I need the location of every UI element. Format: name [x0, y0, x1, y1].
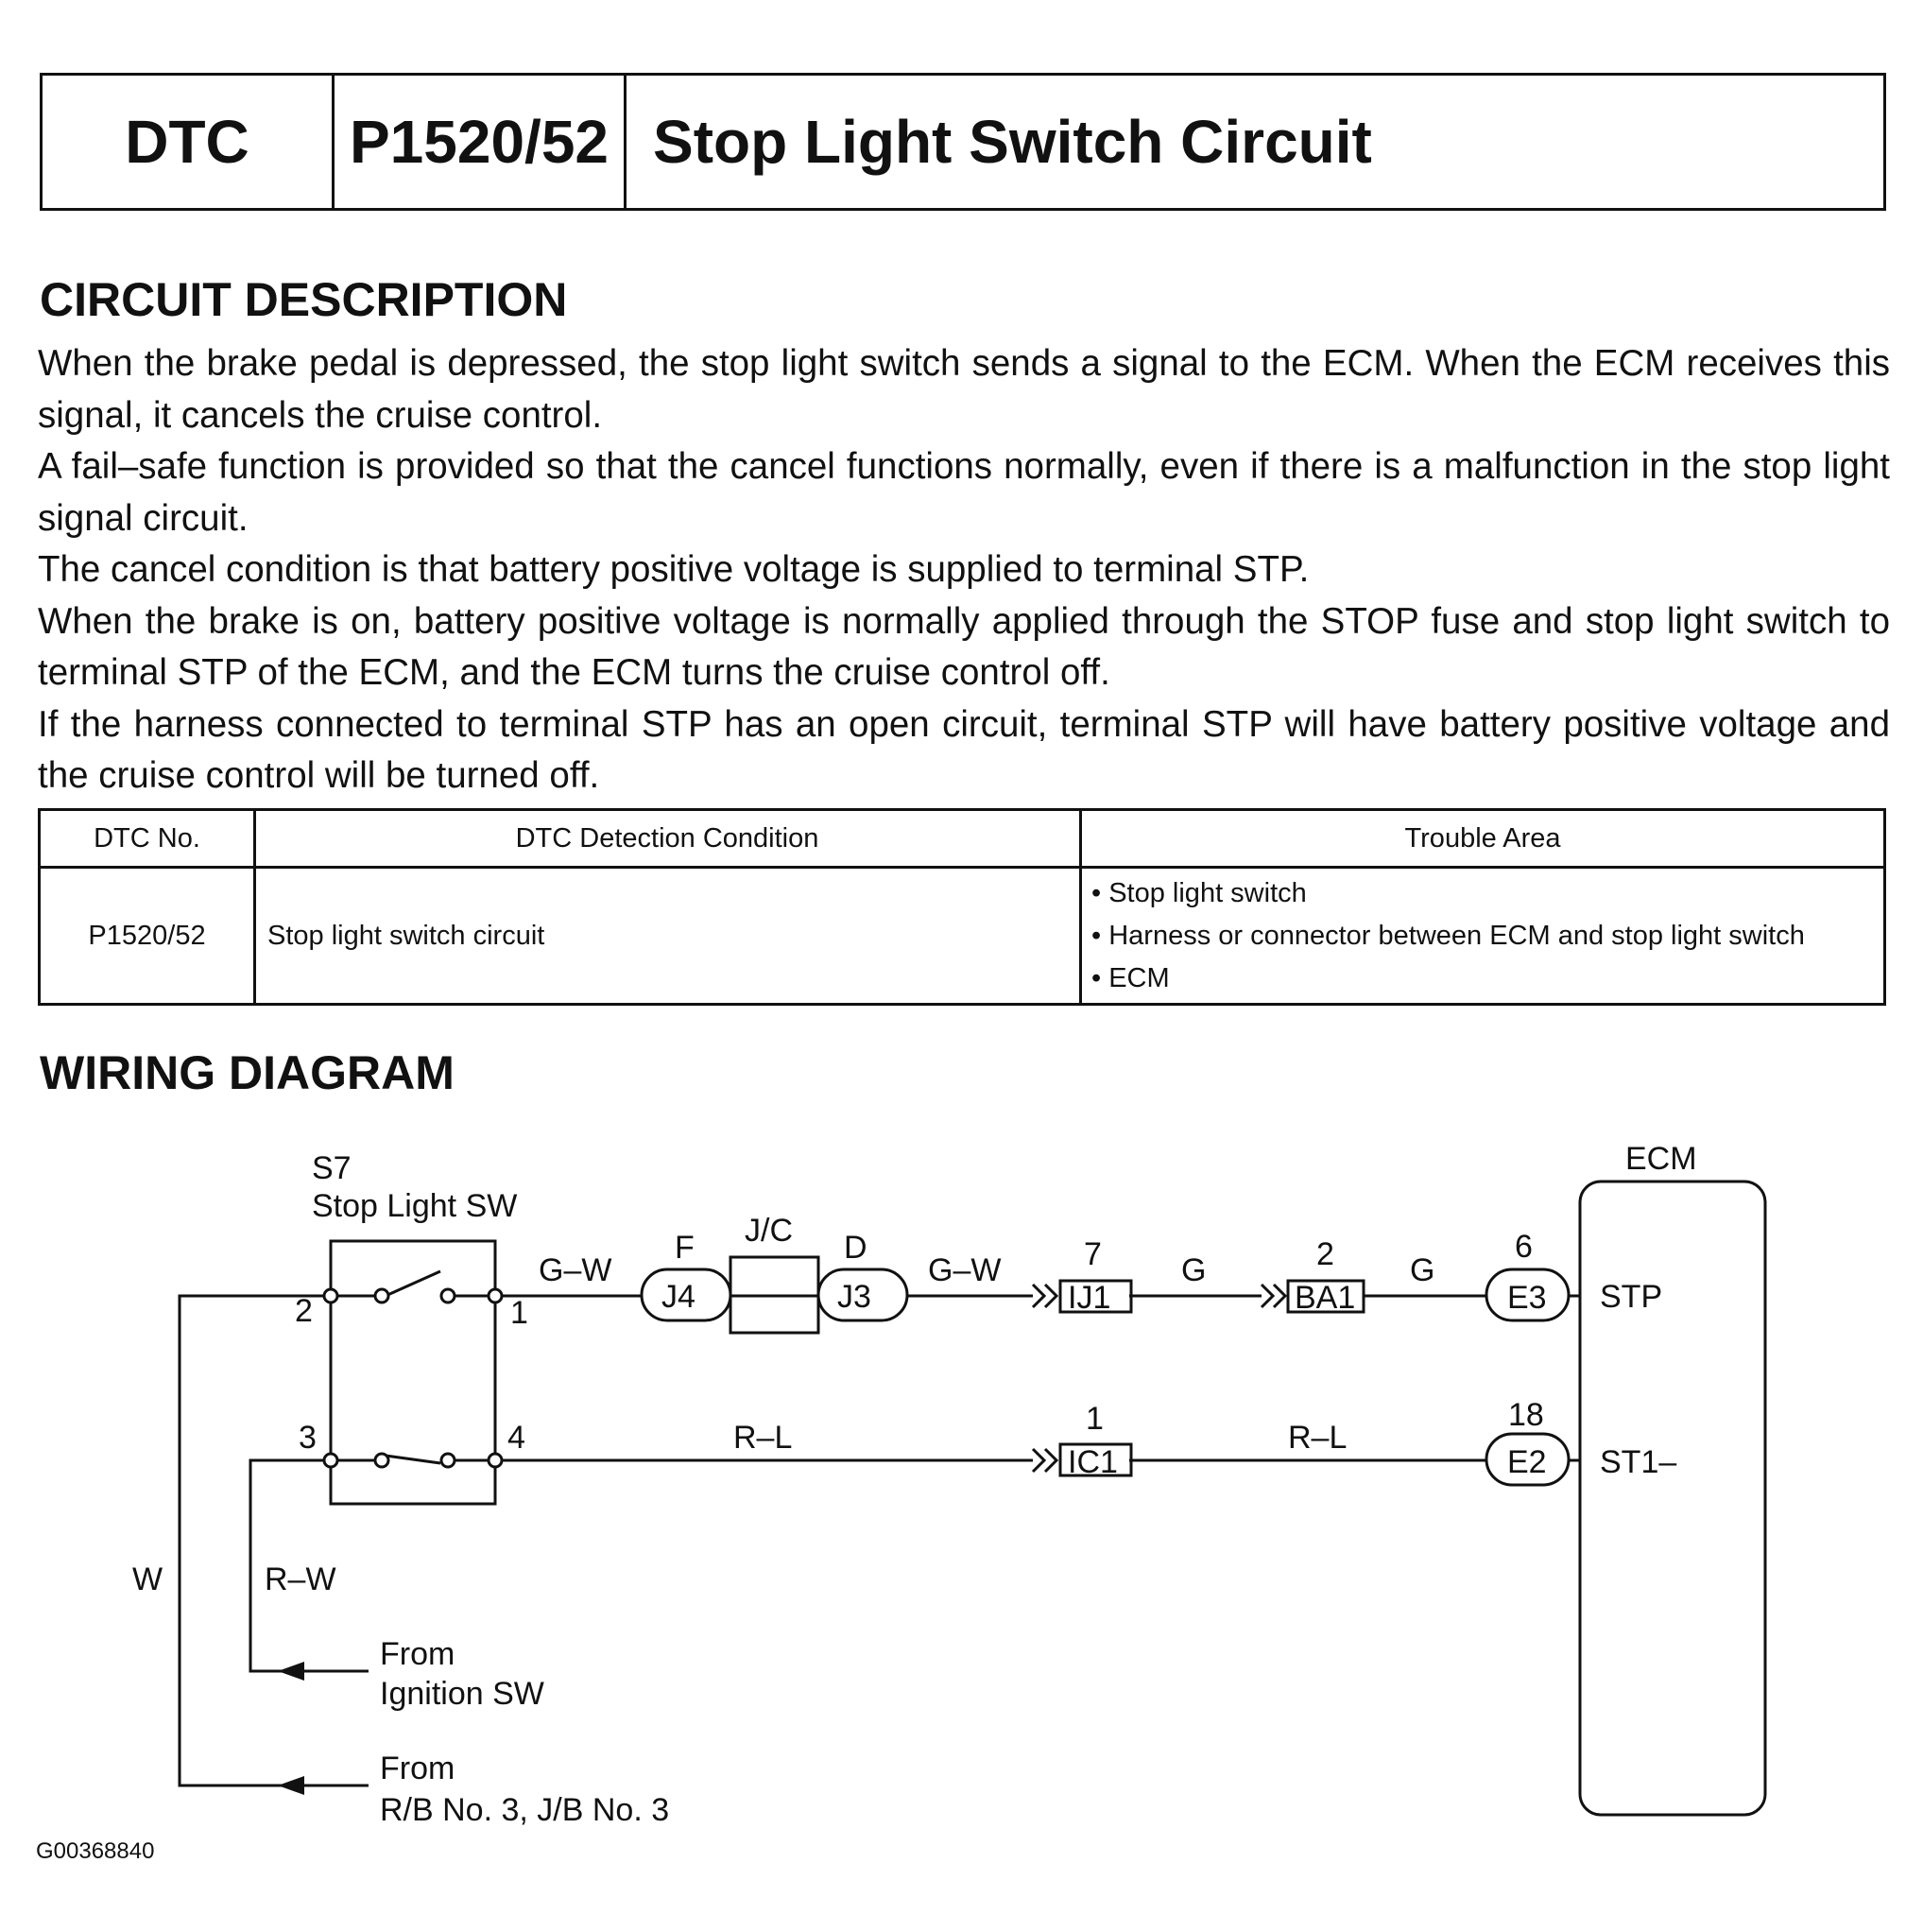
wire-color-gw-left: G–W: [539, 1252, 611, 1288]
wire-color-rw: R–W: [265, 1561, 336, 1597]
from-rb-line2: R/B No. 3, J/B No. 3: [380, 1792, 669, 1828]
e2-pin-label: 18: [1508, 1397, 1544, 1433]
switch-id-label: S7: [312, 1150, 352, 1186]
wiring-diagram: S7 Stop Light SW 2 1 3 4 G–W G–W G G R–L…: [132, 1141, 1767, 1828]
description-paragraph: When the brake is on, battery positive v…: [38, 600, 1890, 694]
column-header-dtc-no: DTC No.: [38, 808, 256, 869]
ic1-pin-label: 1: [1086, 1401, 1104, 1437]
column-header-condition: DTC Detection Condition: [253, 808, 1082, 869]
description-paragraph: When the brake pedal is depressed, the s…: [38, 343, 1890, 436]
dtc-code: P1520/52: [335, 76, 627, 208]
ecm-box: [1578, 1180, 1767, 1817]
table-header-row: DTC No. DTC Detection Condition Trouble …: [38, 808, 1886, 869]
ecm-label: ECM: [1625, 1141, 1697, 1177]
terminal-3: [322, 1452, 339, 1469]
description-paragraph: If the harness connected to terminal STP…: [38, 703, 1890, 797]
connector-e3-label: E3: [1507, 1280, 1547, 1316]
terminal-2: [322, 1287, 339, 1304]
arrow-from-ignition: [278, 1662, 304, 1681]
wire-color-rl-2: R–L: [1288, 1420, 1347, 1456]
pin-2-label: 2: [295, 1293, 313, 1329]
switch-name-label: Stop Light SW: [312, 1188, 517, 1224]
pin-3-label: 3: [299, 1420, 317, 1456]
connector-e2-label: E2: [1507, 1444, 1547, 1480]
wire-color-rl-1: R–L: [733, 1420, 792, 1456]
wire-color-g-1: G: [1181, 1252, 1206, 1288]
terminal-4: [487, 1452, 504, 1469]
connector-ic1-label: IC1: [1068, 1444, 1118, 1480]
connector-ij1-label: IJ1: [1068, 1280, 1110, 1316]
jc-left-pin-label: F: [675, 1230, 695, 1266]
wire-color-gw-right: G–W: [928, 1252, 1001, 1288]
figure-id: G00368840: [36, 1838, 155, 1864]
trouble-area-item: • ECM: [1091, 962, 1170, 993]
trouble-area-item: • Harness or connector between ECM and s…: [1091, 920, 1805, 951]
from-ignition-line1: From: [380, 1636, 455, 1672]
column-header-trouble-area: Trouble Area: [1079, 808, 1886, 869]
circuit-description-text: When the brake pedal is depressed, the s…: [38, 338, 1890, 802]
junction-connector-box: [729, 1255, 820, 1335]
wire-color-g-2: G: [1410, 1252, 1434, 1288]
dtc-label: DTC: [43, 76, 335, 208]
ij1-pin-label: 7: [1084, 1236, 1102, 1272]
e3-pin-label: 6: [1515, 1229, 1533, 1265]
from-rb-line1: From: [380, 1751, 455, 1786]
cell-condition: Stop light switch circuit: [253, 866, 1082, 1006]
connector-ba1-label: BA1: [1295, 1280, 1355, 1316]
connector-j4-label: J4: [661, 1279, 695, 1315]
jc-label: J/C: [745, 1213, 793, 1249]
pin-1-label: 1: [510, 1295, 528, 1331]
wire-color-w: W: [132, 1561, 163, 1597]
description-paragraph: The cancel condition is that battery pos…: [38, 549, 1310, 590]
ba1-pin-label: 2: [1316, 1236, 1334, 1272]
dtc-table: DTC No. DTC Detection Condition Trouble …: [38, 808, 1886, 1006]
connector-e2: [1485, 1432, 1571, 1487]
cell-trouble-area: • Stop light switch • Harness or connect…: [1079, 866, 1886, 1006]
connector-ij1: [1058, 1279, 1133, 1314]
circuit-description-heading: CIRCUIT DESCRIPTION: [40, 273, 568, 326]
jc-right-pin-label: D: [844, 1230, 867, 1266]
arrow-from-rb: [278, 1776, 304, 1795]
from-ignition-line2: Ignition SW: [380, 1676, 544, 1712]
stop-light-switch-box: [329, 1239, 497, 1506]
connector-j3-label: J3: [837, 1279, 871, 1315]
table-row: P1520/52 Stop light switch circuit • Sto…: [38, 866, 1886, 1006]
description-paragraph: A fail–safe function is provided so that…: [38, 446, 1890, 539]
terminal-1: [487, 1287, 504, 1304]
connector-ba1: [1286, 1279, 1365, 1314]
trouble-area-item: • Stop light switch: [1091, 877, 1307, 908]
page-title: Stop Light Switch Circuit: [653, 108, 1372, 176]
title-box: DTC P1520/52 Stop Light Switch Circuit: [40, 73, 1886, 211]
connector-e3: [1485, 1268, 1571, 1322]
ecm-terminal-st1: ST1–: [1600, 1444, 1676, 1480]
connector-ic1: [1058, 1442, 1133, 1477]
cell-dtc-no: P1520/52: [38, 866, 256, 1006]
wiring-diagram-heading: WIRING DIAGRAM: [40, 1046, 455, 1099]
wire-r-w: [249, 1458, 369, 1673]
ecm-terminal-stp: STP: [1600, 1279, 1662, 1315]
wire-w: [178, 1294, 369, 1787]
pin-4-label: 4: [507, 1420, 525, 1456]
